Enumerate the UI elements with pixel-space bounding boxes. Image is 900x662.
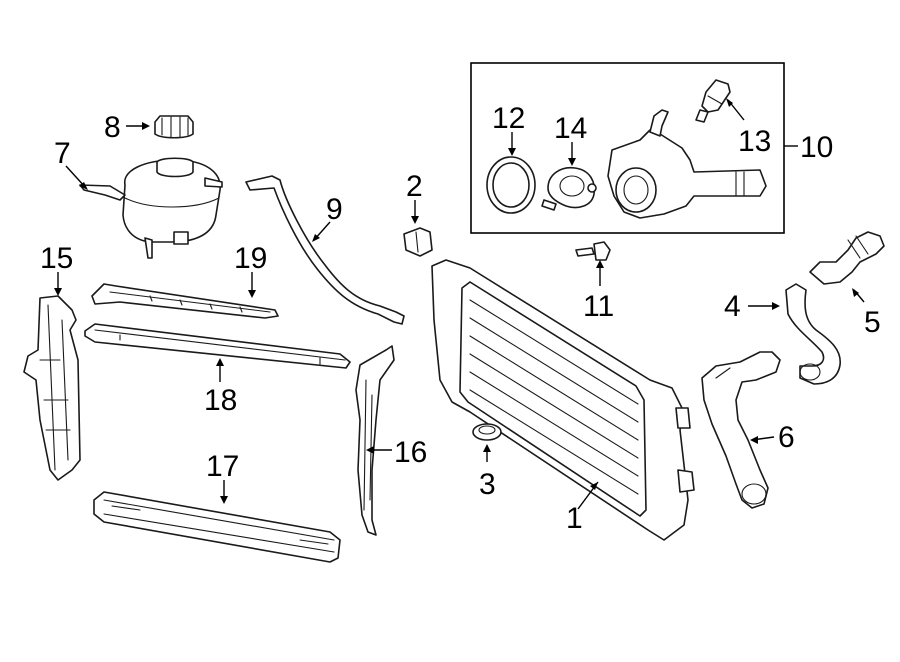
callout-16: 16: [394, 436, 427, 469]
callout-18: 18: [204, 384, 237, 417]
callout-labels: 1 2 3 4 5 6 7 8 9 10 11 12 13 14 15 16 1…: [40, 102, 881, 535]
overflow-hose[interactable]: [245, 175, 405, 325]
inset-box: [470, 62, 785, 234]
callout-12: 12: [492, 102, 525, 135]
o-ring-seal[interactable]: [486, 156, 536, 214]
callout-8: 8: [104, 111, 121, 144]
thermostat-housing[interactable]: [607, 109, 767, 219]
callout-5: 5: [864, 306, 881, 339]
leader-lines: [54, 98, 865, 510]
upper-radiator-hose[interactable]: [785, 283, 841, 385]
callout-9: 9: [326, 193, 343, 226]
radiator-bracket[interactable]: [403, 227, 433, 257]
callout-19: 19: [234, 242, 267, 275]
callout-15: 15: [40, 242, 73, 275]
callout-3: 3: [479, 468, 496, 501]
callout-7: 7: [54, 137, 71, 170]
callout-10: 10: [800, 131, 833, 164]
left-air-deflector[interactable]: [23, 295, 81, 481]
callout-13: 13: [738, 125, 771, 158]
bolt[interactable]: [575, 241, 611, 261]
pressure-cap[interactable]: [154, 115, 194, 139]
upper-seal[interactable]: [91, 283, 279, 319]
bypass-hose[interactable]: [809, 231, 885, 285]
callout-2: 2: [406, 170, 423, 203]
callout-17: 17: [206, 450, 239, 483]
callout-14: 14: [554, 112, 587, 145]
upper-support[interactable]: [84, 323, 351, 369]
callout-6: 6: [778, 421, 795, 454]
lower-radiator-hose[interactable]: [701, 351, 781, 509]
callout-4: 4: [724, 290, 741, 323]
lower-shield[interactable]: [93, 491, 341, 563]
callout-1: 1: [566, 502, 583, 535]
thermostat[interactable]: [541, 166, 597, 211]
coolant-reservoir[interactable]: [79, 157, 223, 259]
right-air-deflector[interactable]: [355, 345, 395, 536]
grommet[interactable]: [472, 423, 502, 441]
temperature-sensor[interactable]: [695, 79, 731, 123]
radiator[interactable]: [431, 259, 695, 541]
callout-11: 11: [583, 290, 614, 323]
